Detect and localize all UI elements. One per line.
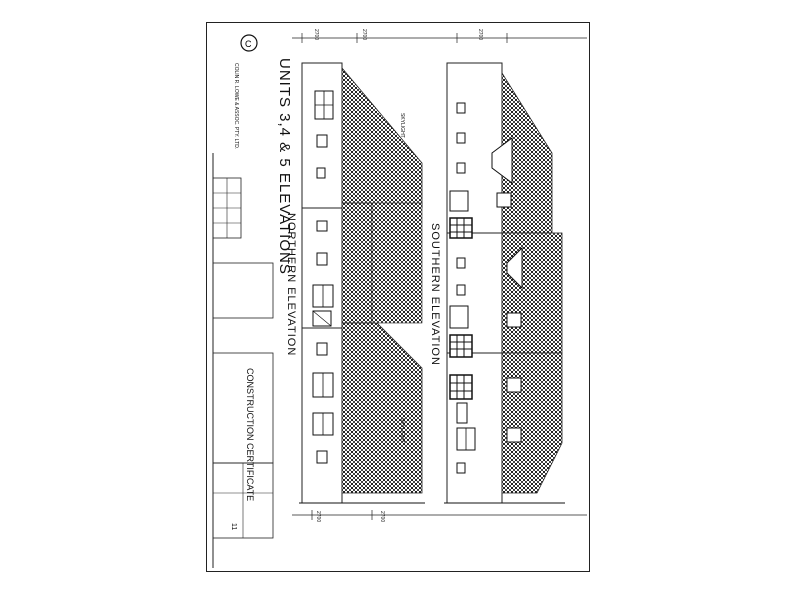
northern-elevation — [301, 62, 423, 504]
dimension-top-1: 2700 — [313, 29, 319, 41]
dimension-top-2: 2700 — [361, 29, 367, 41]
dimension-top-3: 2700 — [477, 29, 483, 41]
drawing-sheet: C — [206, 22, 590, 572]
southern-elevation-label: SOUTHERN ELEVATION — [429, 223, 441, 366]
dimension-bottom-2: 2700 — [379, 511, 385, 523]
southern-elevation — [446, 62, 563, 504]
svg-text:C: C — [245, 39, 252, 49]
skylight-note-1: SKYLIGHT — [399, 113, 405, 138]
northern-elevation-label: NORTHERN ELEVATION — [285, 213, 297, 357]
elevation-drawing: C — [212, 33, 587, 568]
firm-name: COLIN R. LOWE & ASSOC. PTY. LTD. — [233, 63, 239, 150]
certificate-box — [212, 352, 274, 464]
dimension-bottom-1: 2700 — [315, 511, 321, 523]
skylight-note-2: SKYLIGHT — [399, 418, 405, 443]
sheet-number: 11 — [230, 523, 237, 531]
certificate-label: CONSTRUCTION CERTIFICATE — [245, 368, 255, 502]
firm-logo — [240, 34, 258, 52]
